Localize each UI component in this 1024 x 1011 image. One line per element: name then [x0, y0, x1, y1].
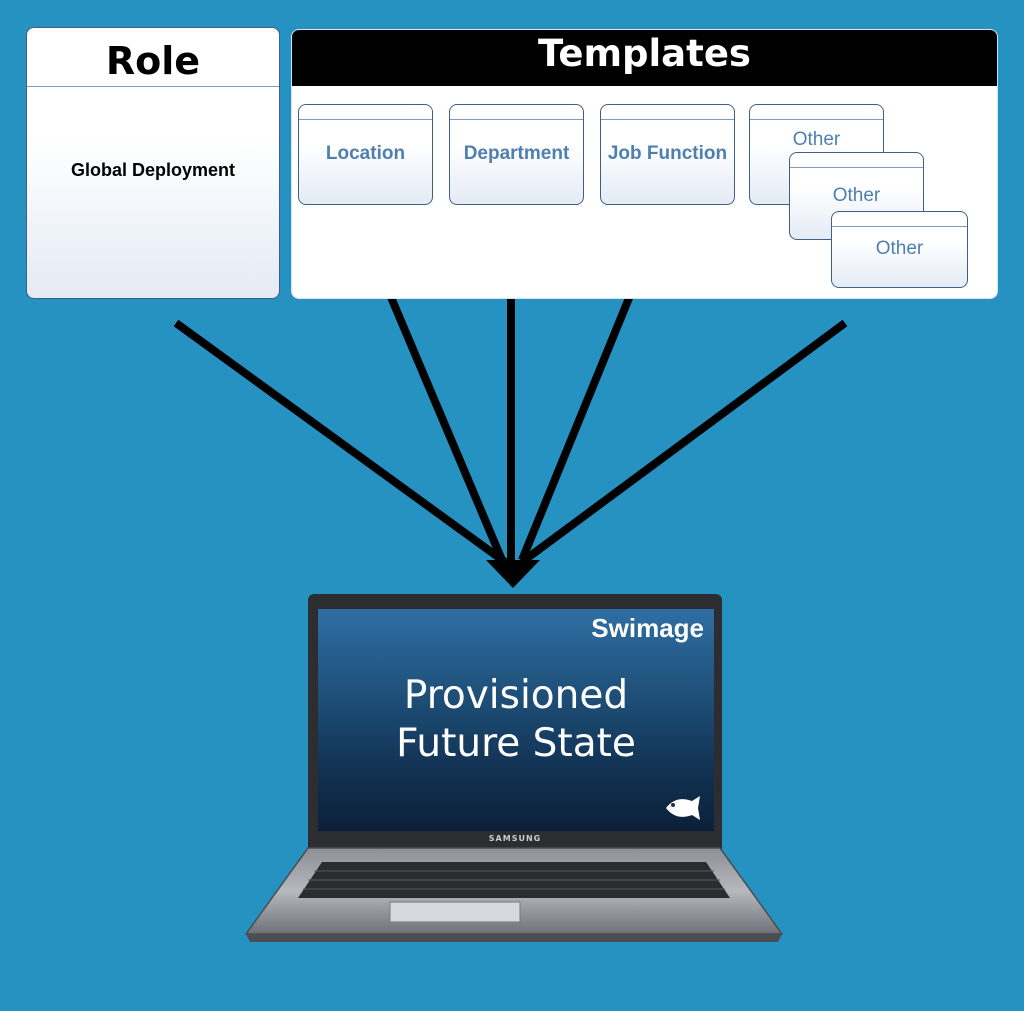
fish-icon [666, 796, 700, 820]
template-label: Department [463, 143, 570, 164]
laptop-bezel: SAMSUNG [308, 831, 722, 849]
role-box: Role Global Deployment [26, 27, 280, 299]
laptop-front-edge [246, 934, 782, 942]
template-label: Other [792, 129, 841, 150]
template-label: Job Function [607, 143, 728, 164]
laptop-screen: Swimage Provisioned Future State [318, 609, 714, 831]
other-connector [519, 319, 848, 566]
role-value: Global Deployment [70, 160, 236, 180]
role-connector [173, 319, 508, 566]
template-job-function: Job Function [600, 104, 735, 205]
maker-label: SAMSUNG [488, 834, 542, 843]
template-label: Other [832, 185, 881, 206]
arrowhead [486, 560, 540, 588]
laptop-base [244, 847, 784, 942]
role-title: Role [27, 28, 279, 87]
template-label: Other [875, 238, 924, 259]
template-department: Department [449, 104, 584, 205]
touchpad [389, 901, 521, 923]
screen-line-1: Provisioned [403, 673, 629, 718]
template-other-3: Other [831, 211, 968, 288]
template-location: Location [298, 104, 433, 205]
screen-line-2: Future State [396, 721, 636, 766]
template-label: Location [325, 143, 406, 164]
templates-title: Templates [292, 30, 997, 86]
brand-logo: Swimage [591, 613, 704, 643]
